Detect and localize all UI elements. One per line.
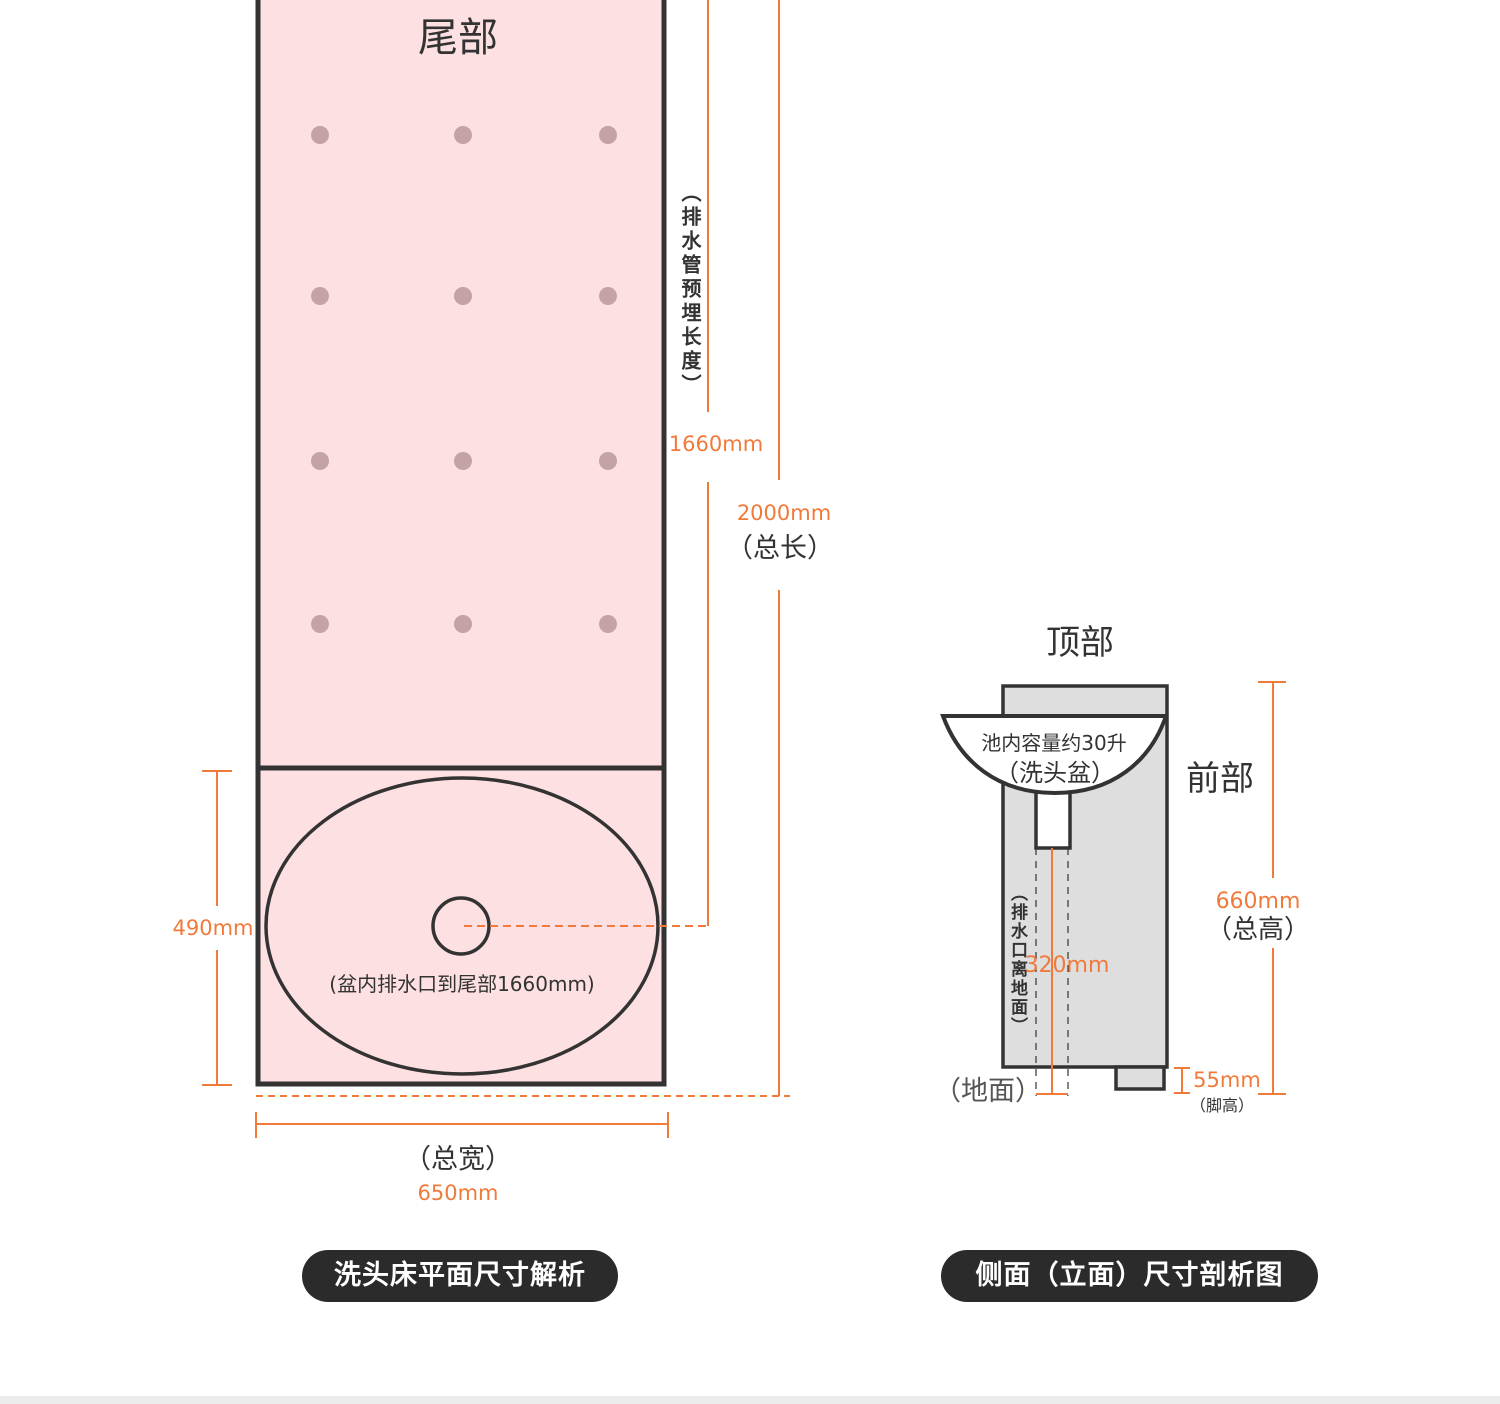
drain-pipe-length-label: （排水管预埋长度） [678,182,702,398]
total-height-value: 660mm [1216,889,1301,914]
basin-ellipse [264,776,660,1076]
plan-view: 尾部 (盆内排水口到尾部1660mm) （排水管预埋长度） 1660mm [173,0,834,1205]
dot [599,452,617,470]
total-width-value: 650mm [418,1181,499,1205]
dot [454,126,472,144]
bed-body [255,0,667,1087]
dot [454,287,472,305]
basin-name-text: （洗头盆） [995,759,1115,787]
dot [454,615,472,633]
side-view-caption: 侧面（立面）尺寸剖析图 [941,1250,1318,1302]
dot [599,287,617,305]
drain-height-label: （排水口离地面） [1007,884,1028,1036]
total-width-label: （总宽） [404,1144,512,1175]
plan-view-caption: 洗头床平面尺寸解析 [302,1250,618,1302]
dot [454,452,472,470]
total-length-value: 2000mm [737,501,831,525]
tail-label: 尾部 [418,15,498,61]
dot [599,615,617,633]
foot-height-label: （脚高） [1190,1096,1254,1115]
side-view: 顶部 池内容量约30升 （洗头盆） （排水口离地面） 320mm （地面） 前部… [934,623,1310,1115]
basin-bowl [940,714,1169,796]
drain-hole [431,896,491,956]
total-length-label: （总长） [726,533,834,564]
dot [599,126,617,144]
dot [311,287,329,305]
foot-height-value: 55mm [1193,1068,1261,1092]
bottom-strip [0,1396,1500,1404]
cabinet-foot [1114,1065,1166,1091]
basin-drain-note: (盆内排水口到尾部1660mm) [329,972,594,996]
basin-capacity-text: 池内容量约30升 [981,731,1126,755]
drain-pipe [1034,788,1072,850]
dot [311,126,329,144]
basin-width-value: 490mm [173,916,254,940]
mattress-dots [311,126,617,633]
front-label: 前部 [1186,759,1254,799]
drain-height-value: 320mm [1025,953,1110,978]
total-height-label: （总高） [1206,915,1310,945]
top-label: 顶部 [1046,623,1114,663]
dot [311,452,329,470]
ground-label: （地面） [934,1076,1042,1107]
dot [311,615,329,633]
drain-pipe-length-value: 1660mm [669,432,763,456]
